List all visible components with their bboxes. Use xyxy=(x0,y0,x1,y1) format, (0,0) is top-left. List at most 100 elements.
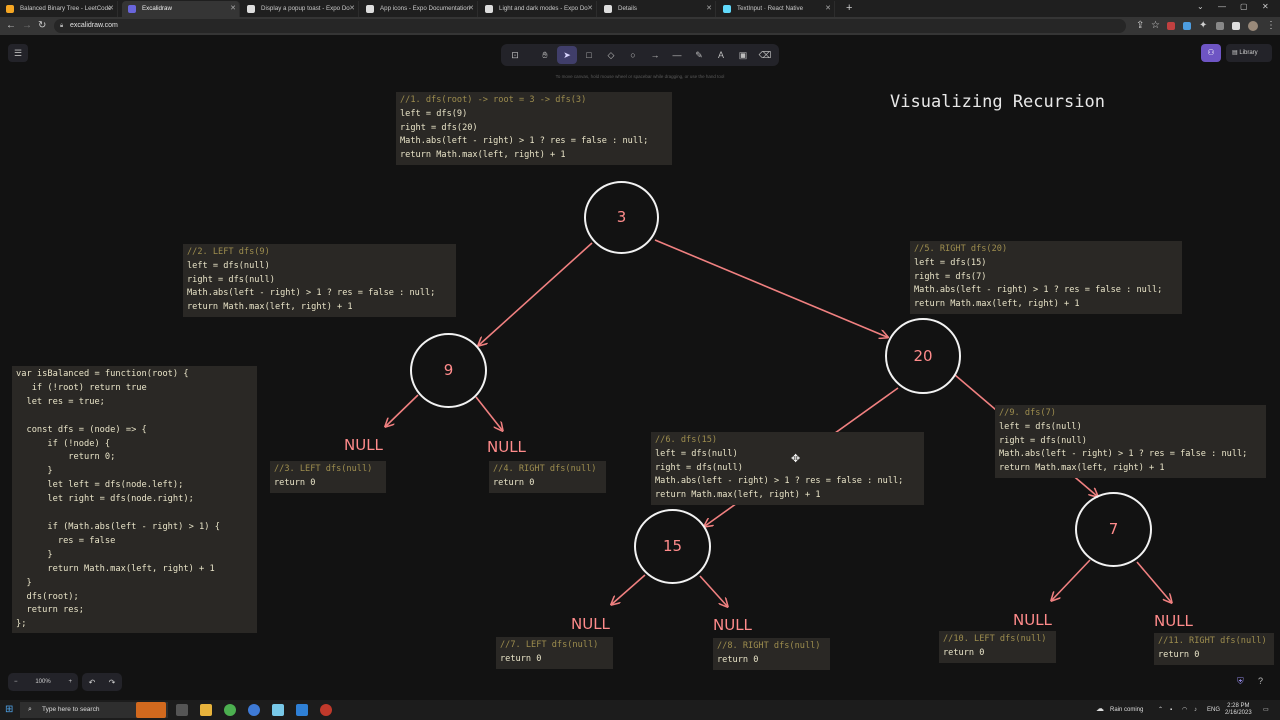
expo-favicon-icon xyxy=(366,5,374,13)
split-view-icon[interactable] xyxy=(1232,22,1240,30)
reload-icon[interactable]: ↻ xyxy=(38,20,47,31)
weather-text[interactable]: Rain coming xyxy=(1110,707,1144,713)
code-block-11[interactable]: //11. RIGHT dfs(null) return 0 xyxy=(1154,633,1274,665)
tree-node-7[interactable]: 7 xyxy=(1075,492,1152,567)
ellipse-icon[interactable]: ○ xyxy=(630,50,636,60)
record-app-icon[interactable] xyxy=(320,704,332,716)
main-menu-icon[interactable]: ☰ xyxy=(8,44,28,62)
browser-tab[interactable]: TextInput · React Native ✕ xyxy=(717,1,835,17)
main-code-block[interactable]: var isBalanced = function(root) { if (!r… xyxy=(12,366,257,633)
volume-icon[interactable]: ♪ xyxy=(1194,707,1197,713)
null-label: NULL xyxy=(713,616,752,634)
task-view-icon[interactable] xyxy=(176,704,188,716)
back-icon[interactable]: ← xyxy=(6,20,16,31)
notification-icon[interactable]: ▭ xyxy=(1263,707,1269,713)
tree-node-20[interactable]: 20 xyxy=(885,318,961,394)
close-tab-icon[interactable]: ✕ xyxy=(349,5,355,12)
edge-7-null xyxy=(1136,561,1171,602)
browser-tab[interactable]: App icons - Expo Documentation ✕ xyxy=(360,1,478,17)
chrome-icon[interactable] xyxy=(224,704,236,716)
chrome-dev-icon[interactable] xyxy=(248,704,260,716)
extension-icon[interactable] xyxy=(1183,22,1191,30)
code-line: let left = dfs(node.left); xyxy=(16,480,184,491)
code-block-3[interactable]: //3. LEFT dfs(null) return 0 xyxy=(270,461,386,493)
app-icon[interactable] xyxy=(272,704,284,716)
lock-icon[interactable]: ⊡ xyxy=(511,50,519,60)
share-icon[interactable]: ⇪ xyxy=(1136,20,1145,31)
pencil-icon[interactable]: ✎ xyxy=(695,50,703,60)
url-bar[interactable]: 🔒︎ excalidraw.com xyxy=(54,19,1126,33)
profile-avatar[interactable] xyxy=(1248,21,1258,31)
code-block-10[interactable]: //10. LEFT dfs(null) return 0 xyxy=(939,631,1056,663)
redo-icon[interactable]: ↷ xyxy=(108,677,116,687)
vscode-icon[interactable] xyxy=(296,704,308,716)
forward-icon[interactable]: → xyxy=(22,20,32,31)
help-icon[interactable]: ? xyxy=(1258,676,1264,686)
share-collab-icon[interactable]: ⚇ xyxy=(1201,44,1221,62)
minimize-icon[interactable]: — xyxy=(1218,2,1226,11)
code-line: let right = dfs(node.right); xyxy=(16,494,194,505)
undo-icon[interactable]: ↶ xyxy=(88,677,96,687)
bookmark-star-icon[interactable]: ☆ xyxy=(1151,20,1160,31)
diamond-icon[interactable]: ◇ xyxy=(607,50,615,60)
react-favicon-icon xyxy=(723,5,731,13)
windows-start-icon[interactable]: ⊞ xyxy=(5,704,14,715)
code-block-6[interactable]: //6. dfs(15) left = dfs(null) right = df… xyxy=(651,432,924,505)
close-tab-icon[interactable]: ✕ xyxy=(587,5,593,12)
line-icon[interactable]: — xyxy=(672,50,682,60)
shield-icon[interactable]: ⛨ xyxy=(1237,676,1244,686)
code-block-8[interactable]: //8. RIGHT dfs(null) return 0 xyxy=(713,638,830,670)
sidebar-icon[interactable] xyxy=(1216,22,1224,30)
tree-node-9[interactable]: 9 xyxy=(410,333,487,408)
null-label: NULL xyxy=(487,438,526,456)
close-tab-icon[interactable]: ✕ xyxy=(108,5,114,12)
close-tab-icon[interactable]: ✕ xyxy=(230,5,236,12)
clock[interactable]: 2:28 PM 2/16/2023 xyxy=(1225,703,1252,716)
pointer-icon[interactable]: ➤ xyxy=(557,46,577,64)
code-line: if (!node) { xyxy=(16,438,111,449)
extensions-puzzle-icon[interactable]: ✦ xyxy=(1199,20,1208,31)
code-block-7[interactable]: //7. LEFT dfs(null) return 0 xyxy=(496,637,613,669)
extension-icon[interactable] xyxy=(1167,22,1175,30)
file-explorer-icon[interactable] xyxy=(200,704,212,716)
network-icon[interactable]: ◠ xyxy=(1182,707,1188,713)
close-tab-icon[interactable]: ✕ xyxy=(706,5,712,12)
close-tab-icon[interactable]: ✕ xyxy=(468,5,474,12)
browser-tab[interactable]: Display a popup toast - Expo Do ✕ xyxy=(241,1,359,17)
maximize-icon[interactable]: ▢ xyxy=(1240,2,1248,11)
tree-node-3[interactable]: 3 xyxy=(584,181,659,254)
language-indicator[interactable]: ENG xyxy=(1207,707,1221,713)
rectangle-icon[interactable]: □ xyxy=(586,50,592,60)
browser-tab-active[interactable]: Excalidraw ✕ xyxy=(122,1,240,17)
close-tab-icon[interactable]: ✕ xyxy=(825,5,831,12)
library-button[interactable]: ▤ Library xyxy=(1226,44,1272,62)
close-window-icon[interactable]: ✕ xyxy=(1262,2,1269,11)
browser-tab[interactable]: Light and dark modes - Expo Do ✕ xyxy=(479,1,597,17)
tray-chevron-icon[interactable]: ⌃ xyxy=(1158,707,1164,713)
hand-icon[interactable]: ✋︎ xyxy=(542,50,548,60)
code-block-1[interactable]: //1. dfs(root) -> root = 3 -> dfs(3) lef… xyxy=(396,92,672,165)
code-block-9[interactable]: //9. dfs(7) left = dfs(null) right = dfs… xyxy=(995,405,1266,478)
eraser-icon[interactable]: ⌫ xyxy=(758,50,772,60)
arrow-icon[interactable]: → xyxy=(650,50,660,60)
tray-app-icon[interactable]: ▪ xyxy=(1170,707,1173,713)
zoom-out-icon[interactable]: − xyxy=(14,679,18,685)
tab-search-icon[interactable]: ⌄ xyxy=(1197,2,1204,11)
excalidraw-favicon-icon xyxy=(128,5,136,13)
code-block-2[interactable]: //2. LEFT dfs(9) left = dfs(null) right … xyxy=(183,244,456,317)
browser-menu-icon[interactable]: ⋮ xyxy=(1266,20,1276,31)
code-block-5[interactable]: //5. RIGHT dfs(20) left = dfs(15) right … xyxy=(910,241,1182,314)
code-line: } xyxy=(16,549,53,560)
code-block-4[interactable]: //4. RIGHT dfs(null) return 0 xyxy=(489,461,606,493)
zoom-level[interactable]: 100% xyxy=(35,679,51,685)
weather-icon: ☁ xyxy=(1096,704,1104,713)
edge-15-null xyxy=(612,574,646,604)
text-icon[interactable]: A xyxy=(717,50,724,60)
new-tab-icon[interactable]: + xyxy=(846,2,853,14)
browser-tab[interactable]: Balanced Binary Tree - LeetCode ✕ xyxy=(0,1,118,17)
browser-tab[interactable]: Details ✕ xyxy=(598,1,716,17)
image-icon[interactable]: ▣ xyxy=(738,50,748,60)
taskbar-search-input[interactable]: ⌕ Type here to search xyxy=(20,702,168,718)
zoom-in-icon[interactable]: + xyxy=(68,679,72,685)
tree-node-15[interactable]: 15 xyxy=(634,509,711,584)
